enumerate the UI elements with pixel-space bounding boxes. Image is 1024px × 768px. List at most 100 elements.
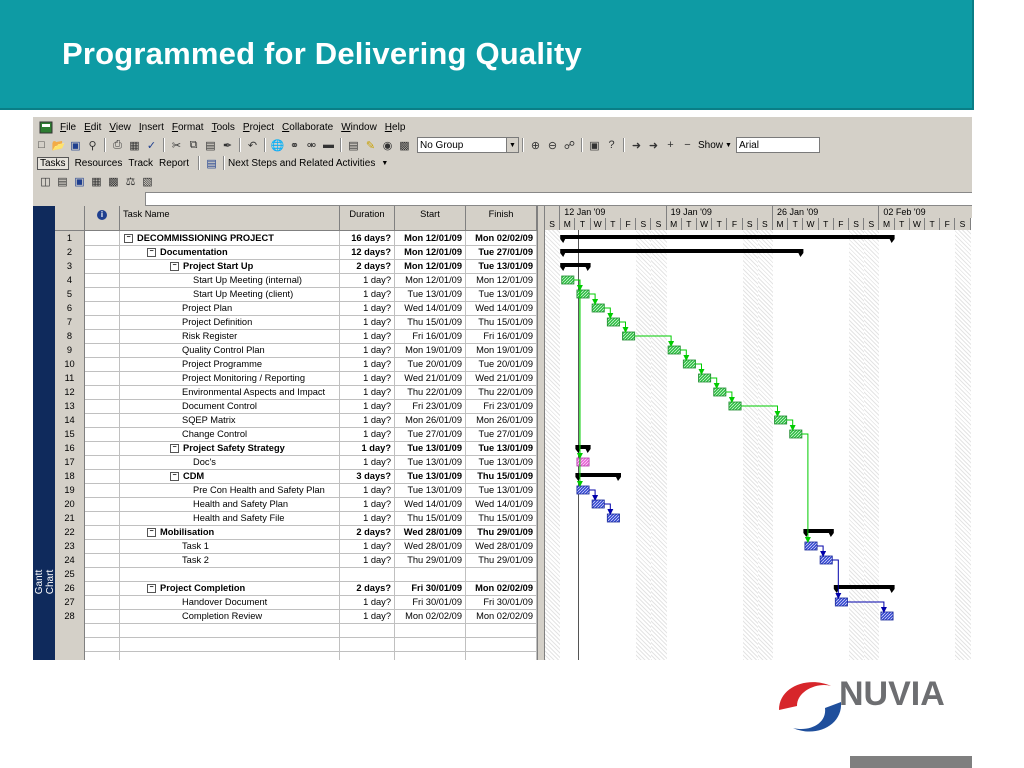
minus-icon[interactable]: − xyxy=(684,139,691,151)
format-painter-icon[interactable]: ✒ xyxy=(222,139,233,152)
new-icon[interactable]: □ xyxy=(38,139,45,151)
summary-bar[interactable] xyxy=(833,585,895,593)
view-resource-icon[interactable]: ⚖ xyxy=(125,175,136,188)
zoom-in-icon[interactable]: ⊕ xyxy=(530,139,541,152)
menu-help[interactable]: Help xyxy=(384,121,406,133)
guide-icon[interactable]: ▤ xyxy=(206,157,217,170)
next-steps-menu[interactable]: Next Steps and Related Activities xyxy=(228,157,376,169)
table-row[interactable]: 25 xyxy=(55,567,537,582)
go-to-task-icon[interactable]: ☍ xyxy=(563,139,576,152)
entry-field[interactable] xyxy=(145,192,972,206)
summary-bar[interactable] xyxy=(803,529,834,537)
menu-insert[interactable]: Insert xyxy=(138,121,164,133)
zoom-out-icon[interactable]: ⊖ xyxy=(547,139,558,152)
link-tasks-icon[interactable]: ⚭ xyxy=(289,139,300,152)
split-bar[interactable] xyxy=(537,206,545,660)
tab-tasks[interactable]: Tasks xyxy=(37,156,69,170)
task-bar[interactable] xyxy=(576,457,590,467)
summary-bar[interactable] xyxy=(575,473,621,481)
view-table-icon[interactable]: ▣ xyxy=(74,175,85,188)
collapse-toggle-icon[interactable]: − xyxy=(170,444,179,454)
task-bar[interactable] xyxy=(804,541,818,551)
task-bar[interactable] xyxy=(789,429,803,439)
summary-bar[interactable] xyxy=(560,235,895,243)
cut-icon[interactable]: ✂ xyxy=(171,139,182,152)
task-bar[interactable] xyxy=(682,359,696,369)
column-id[interactable] xyxy=(55,206,85,230)
tab-track[interactable]: Track xyxy=(128,157,154,169)
task-bar[interactable] xyxy=(667,345,681,355)
menu-file[interactable]: File xyxy=(60,121,77,133)
open-icon[interactable]: 📂 xyxy=(51,139,66,152)
summary-bar[interactable] xyxy=(575,445,591,453)
font-dropdown[interactable]: Arial xyxy=(735,137,820,153)
copy-picture-icon[interactable]: ▣ xyxy=(589,139,600,152)
column-task-name[interactable]: Task Name xyxy=(120,206,340,230)
summary-bar[interactable] xyxy=(560,263,591,271)
view-more-icon[interactable]: ▧ xyxy=(142,175,153,188)
column-duration[interactable]: Duration xyxy=(340,206,395,230)
collapse-toggle-icon[interactable]: − xyxy=(147,248,156,258)
app-icon[interactable] xyxy=(37,119,54,135)
task-bar[interactable] xyxy=(834,597,848,607)
arrow-left-icon[interactable]: ➜ xyxy=(631,139,642,152)
task-info-icon[interactable]: ▤ xyxy=(348,139,359,152)
collapse-toggle-icon[interactable]: − xyxy=(170,262,179,272)
menu-window[interactable]: Window xyxy=(341,121,377,133)
menu-format[interactable]: Format xyxy=(171,121,204,133)
task-bar[interactable] xyxy=(576,485,590,495)
show-menu[interactable]: Show xyxy=(698,139,724,151)
group-by-dropdown[interactable]: No Group ▼ xyxy=(417,137,519,153)
collapse-toggle-icon[interactable]: − xyxy=(124,234,133,244)
print-icon[interactable]: ⎙ xyxy=(113,138,122,151)
unlink-tasks-icon[interactable]: ⚮ xyxy=(306,139,317,152)
column-start[interactable]: Start xyxy=(395,206,466,230)
task-bar[interactable] xyxy=(819,555,833,565)
collapse-toggle-icon[interactable]: − xyxy=(147,528,156,538)
task-bar[interactable] xyxy=(591,499,605,509)
task-bar[interactable] xyxy=(591,303,605,313)
column-indicators[interactable]: i xyxy=(85,206,120,230)
task-bar[interactable] xyxy=(606,513,620,523)
assign-resources-icon[interactable]: ◉ xyxy=(382,139,393,152)
table-row[interactable] xyxy=(55,623,537,638)
print-preview-icon[interactable]: ▦ xyxy=(129,139,140,152)
spelling-icon[interactable]: ✓ xyxy=(146,139,157,152)
view-bar[interactable]: Gantt Chart xyxy=(33,206,56,660)
view-form-icon[interactable]: ▤ xyxy=(57,175,68,188)
tab-resources[interactable]: Resources xyxy=(74,157,123,169)
save-icon[interactable]: ▣ xyxy=(70,139,81,152)
task-bar[interactable] xyxy=(774,415,788,425)
task-notes-icon[interactable]: ✎ xyxy=(365,139,376,152)
arrow-right-icon[interactable]: ➜ xyxy=(648,139,659,152)
tab-report[interactable]: Report xyxy=(159,157,190,169)
view-network-icon[interactable]: ▩ xyxy=(108,175,119,188)
copy-icon[interactable]: ⧉ xyxy=(189,138,198,151)
column-finish[interactable]: Finish xyxy=(466,206,537,230)
task-bar[interactable] xyxy=(728,401,742,411)
hyperlink-icon[interactable]: 🌐 xyxy=(270,139,285,152)
menu-edit[interactable]: Edit xyxy=(84,121,102,133)
menu-view[interactable]: View xyxy=(109,121,131,133)
menu-tools[interactable]: Tools xyxy=(211,121,235,133)
collapse-toggle-icon[interactable]: − xyxy=(147,584,156,594)
plus-icon[interactable]: + xyxy=(667,139,674,151)
view-grid-icon[interactable]: ◫ xyxy=(40,175,51,188)
